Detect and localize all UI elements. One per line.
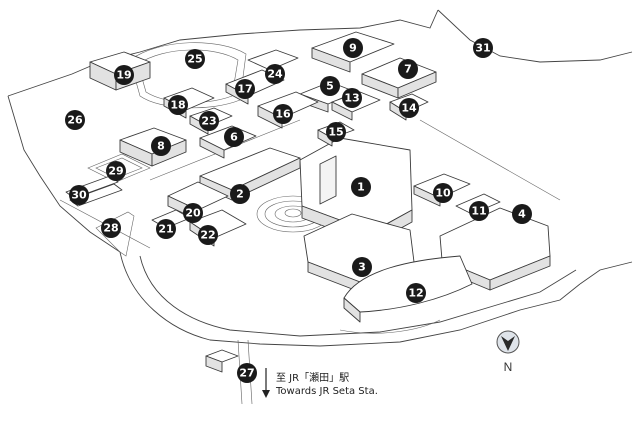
map-marker-21[interactable]: 21	[156, 219, 176, 239]
svg-text:13: 13	[344, 92, 359, 105]
map-marker-11[interactable]: 11	[469, 201, 489, 221]
svg-text:19: 19	[116, 69, 131, 82]
map-marker-2[interactable]: 2	[230, 184, 250, 204]
svg-text:2: 2	[236, 188, 244, 201]
svg-text:20: 20	[185, 207, 201, 220]
compass-label: N	[504, 360, 513, 374]
svg-text:26: 26	[67, 114, 83, 127]
svg-text:7: 7	[404, 63, 412, 76]
map-marker-31[interactable]: 31	[473, 38, 493, 58]
map-marker-17[interactable]: 17	[235, 79, 255, 99]
map-marker-12[interactable]: 12	[406, 283, 426, 303]
map-marker-19[interactable]: 19	[114, 65, 134, 85]
svg-text:29: 29	[108, 165, 123, 178]
svg-text:8: 8	[157, 140, 165, 153]
svg-text:14: 14	[401, 102, 417, 115]
station-direction-label: 至 JR「瀬田」駅 Towards JR Seta Sta.	[276, 372, 378, 398]
map-marker-5[interactable]: 5	[320, 76, 340, 96]
map-marker-29[interactable]: 29	[106, 161, 126, 181]
map-marker-27[interactable]: 27	[237, 363, 257, 383]
campus-boundary	[7, 9, 633, 347]
svg-text:15: 15	[328, 126, 343, 139]
svg-text:17: 17	[237, 83, 252, 96]
north-compass: N	[496, 330, 520, 374]
map-marker-30[interactable]: 30	[69, 185, 89, 205]
svg-text:12: 12	[408, 287, 423, 300]
map-marker-20[interactable]: 20	[183, 203, 203, 223]
map-marker-3[interactable]: 3	[352, 257, 372, 277]
svg-text:5: 5	[326, 80, 334, 93]
svg-text:10: 10	[435, 187, 451, 200]
svg-text:27: 27	[239, 367, 254, 380]
map-marker-24[interactable]: 24	[265, 64, 285, 84]
svg-text:23: 23	[201, 115, 216, 128]
svg-text:11: 11	[471, 205, 486, 218]
north-arrow-icon	[501, 336, 515, 351]
svg-text:18: 18	[170, 99, 185, 112]
map-marker-26[interactable]: 26	[65, 110, 85, 130]
map-marker-23[interactable]: 23	[199, 111, 219, 131]
station-direction-en: Towards JR Seta Sta.	[276, 386, 378, 397]
map-marker-6[interactable]: 6	[224, 127, 244, 147]
svg-text:4: 4	[518, 208, 526, 221]
svg-text:21: 21	[158, 223, 173, 236]
map-marker-18[interactable]: 18	[168, 95, 188, 115]
map-marker-13[interactable]: 13	[342, 88, 362, 108]
map-marker-8[interactable]: 8	[151, 136, 171, 156]
map-marker-22[interactable]: 22	[198, 225, 218, 245]
map-marker-7[interactable]: 7	[398, 59, 418, 79]
map-marker-15[interactable]: 15	[326, 122, 346, 142]
map-marker-9[interactable]: 9	[343, 38, 363, 58]
svg-text:25: 25	[187, 53, 202, 66]
svg-text:1: 1	[357, 181, 365, 194]
svg-text:9: 9	[349, 42, 357, 55]
direction-arrow-icon	[262, 368, 270, 398]
svg-text:31: 31	[475, 42, 490, 55]
svg-text:22: 22	[200, 229, 215, 242]
map-marker-10[interactable]: 10	[433, 183, 453, 203]
svg-text:16: 16	[275, 108, 291, 121]
svg-text:6: 6	[230, 131, 238, 144]
map-marker-14[interactable]: 14	[399, 98, 419, 118]
map-marker-25[interactable]: 25	[185, 49, 205, 69]
map-marker-28[interactable]: 28	[101, 218, 121, 238]
station-direction-ja: 至 JR「瀬田」駅	[276, 373, 350, 384]
map-marker-4[interactable]: 4	[512, 204, 532, 224]
svg-text:28: 28	[103, 222, 118, 235]
map-marker-16[interactable]: 16	[273, 104, 293, 124]
svg-text:24: 24	[267, 68, 283, 81]
svg-text:30: 30	[71, 189, 87, 202]
svg-text:3: 3	[358, 261, 366, 274]
map-marker-1[interactable]: 1	[351, 177, 371, 197]
